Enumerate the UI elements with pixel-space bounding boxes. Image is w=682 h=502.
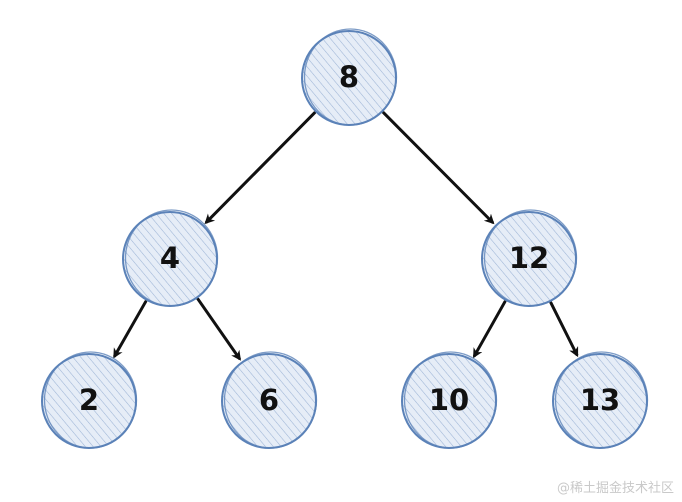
node-label: 13 bbox=[580, 383, 620, 417]
tree-node-2: 2 bbox=[41, 351, 138, 449]
edge-n12-n10 bbox=[473, 300, 507, 359]
nodes: 8 4 12 2 6 10 13 bbox=[41, 28, 649, 449]
node-label: 4 bbox=[160, 241, 180, 275]
tree-node-13: 13 bbox=[552, 351, 649, 449]
edge-n8-n12 bbox=[382, 111, 495, 225]
node-label: 10 bbox=[429, 383, 469, 417]
edge-n12-n13 bbox=[549, 301, 579, 358]
node-label: 6 bbox=[259, 383, 279, 417]
tree-node-4: 4 bbox=[122, 209, 219, 307]
node-label: 12 bbox=[509, 241, 549, 275]
node-sketch-outline bbox=[403, 351, 498, 449]
edge-n4-n6 bbox=[196, 297, 241, 361]
node-label: 2 bbox=[79, 383, 99, 417]
node-sketch-outline bbox=[43, 351, 138, 449]
node-sketch-outline bbox=[223, 351, 318, 449]
node-sketch-outline bbox=[124, 209, 219, 307]
node-sketch-outline bbox=[554, 351, 649, 449]
node-label: 8 bbox=[339, 60, 359, 94]
edge-n8-n4 bbox=[204, 111, 317, 225]
edges bbox=[113, 111, 579, 361]
node-sketch-outline bbox=[483, 209, 578, 307]
tree-node-6: 6 bbox=[221, 351, 318, 449]
node-sketch-outline bbox=[303, 28, 398, 126]
tree-node-8: 8 bbox=[301, 28, 398, 126]
watermark: @稀土掘金技术社区 bbox=[556, 481, 674, 496]
edge-n4-n2 bbox=[113, 300, 148, 359]
tree-node-10: 10 bbox=[401, 351, 498, 449]
tree-node-12: 12 bbox=[481, 209, 578, 307]
